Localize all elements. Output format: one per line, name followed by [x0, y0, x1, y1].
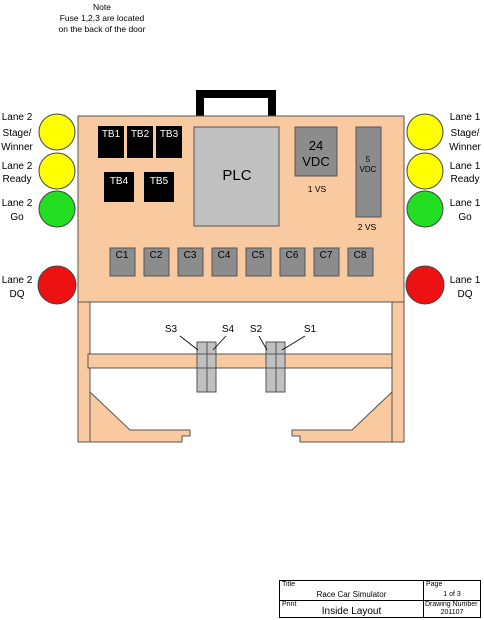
sensor-label: S3 — [165, 324, 178, 335]
power-supply-24-line2: VDC — [302, 154, 329, 169]
page-caption: Page — [426, 581, 443, 588]
terminal-block — [156, 126, 182, 158]
print-name: Inside Layout — [321, 606, 382, 617]
relay-label: C1 — [116, 250, 129, 261]
relay-label: C6 — [286, 250, 299, 261]
light-label: Stage/ — [451, 128, 480, 139]
terminal-block — [127, 126, 153, 158]
sensor-leader — [281, 335, 306, 351]
power-supply-24vdc — [294, 126, 338, 177]
relay — [211, 247, 238, 277]
light-label: Lane 2 — [2, 161, 33, 172]
light-label: Lane 2 — [2, 198, 33, 209]
title-caption: Title — [282, 581, 295, 588]
page-number: 1 of 3 — [443, 591, 461, 598]
sensor-body — [275, 341, 286, 393]
relay-group: C1 C2 C3 C4 C5 C6 C7 C8 — [109, 247, 374, 277]
sensor-label: S1 — [304, 324, 317, 335]
panel-stand — [77, 301, 405, 443]
power-supply-5-caption: 2 VS — [358, 222, 377, 232]
note-heading: Note — [93, 2, 111, 12]
drawing-number-cell: Drawing Number 201107 — [424, 601, 480, 617]
terminal-block-label: TB3 — [160, 129, 179, 140]
light-label: Stage/ — [3, 128, 32, 139]
panel-handle — [196, 90, 276, 116]
terminal-block-label: TB2 — [131, 129, 150, 140]
power-supply-5-line1: 5 — [366, 155, 371, 164]
sensor-group: S3 S4 S2 S1 — [87, 324, 393, 393]
title-cell: Title Race Car Simulator — [280, 581, 424, 601]
terminal-block-label: TB5 — [150, 176, 169, 187]
relay-label: C3 — [184, 250, 197, 261]
power-supply-5vdc — [355, 126, 382, 218]
power-supply-24-line1: 24 — [309, 138, 323, 153]
relay — [245, 247, 272, 277]
light-label: Ready — [451, 174, 480, 185]
page-cell: Page 1 of 3 — [424, 581, 480, 601]
lane-2-stage-light — [38, 113, 76, 151]
lane-1-go-light — [406, 190, 444, 228]
sensor-label: S2 — [250, 324, 263, 335]
light-label: Go — [458, 212, 472, 223]
lane-1-lights: Lane 1 Stage/ Winner Lane 1 Ready Lane 1… — [405, 112, 482, 305]
lane-2-ready-light — [38, 152, 76, 190]
light-label: Lane 1 — [450, 275, 481, 286]
light-label: Lane 2 — [2, 275, 33, 286]
layout-diagram: Note Fuse 1,2,3 are located on the back … — [1, 2, 482, 443]
terminal-block — [98, 126, 124, 158]
lane-1-dq-light — [405, 265, 445, 305]
sensor-body — [196, 341, 208, 393]
relay — [347, 247, 374, 277]
terminal-block-label: TB1 — [102, 129, 121, 140]
relay — [109, 247, 136, 277]
terminal-block — [104, 172, 134, 202]
relay-label: C8 — [354, 250, 367, 261]
sensor-leader — [179, 335, 199, 351]
sensor-body — [265, 341, 277, 393]
light-label: DQ — [10, 289, 25, 300]
power-supply-24-caption: 1 VS — [308, 184, 327, 194]
note-line-2: on the back of the door — [59, 24, 146, 34]
light-label: Winner — [449, 142, 481, 153]
relay-label: C5 — [252, 250, 265, 261]
power-supply-5-line2: VDC — [360, 165, 377, 174]
light-label: Winner — [1, 142, 33, 153]
note-line-1: Fuse 1,2,3 are located — [60, 13, 145, 23]
print-cell: Print Inside Layout — [280, 601, 424, 617]
relay-label: C7 — [320, 250, 333, 261]
relay — [313, 247, 340, 277]
print-caption: Print — [282, 601, 297, 608]
relay-label: C4 — [218, 250, 231, 261]
lane-1-ready-light — [406, 152, 444, 190]
light-label: Go — [10, 212, 24, 223]
relay-label: C2 — [150, 250, 163, 261]
lane-2-dq-light — [37, 265, 77, 305]
title-block: Title Race Car Simulator Page 1 of 3 Pri… — [279, 580, 481, 618]
drawing-title: Race Car Simulator — [316, 590, 387, 599]
light-label: Lane 1 — [450, 161, 481, 172]
sensor-label: S4 — [222, 324, 235, 335]
light-label: Ready — [3, 174, 32, 185]
light-label: Lane 1 — [450, 112, 481, 123]
drawing-number: 201107 — [440, 609, 464, 616]
terminal-block — [144, 172, 174, 202]
light-label: Lane 1 — [450, 198, 481, 209]
relay — [177, 247, 204, 277]
lane-2-lights: Lane 2 Stage/ Winner Lane 2 Ready Lane 2… — [1, 112, 77, 305]
terminal-block-label: TB4 — [110, 176, 129, 187]
light-label: DQ — [458, 289, 473, 300]
plc-module — [193, 126, 280, 227]
drawing-number-caption: Drawing Number — [425, 601, 478, 608]
sensor-leader — [212, 335, 227, 351]
lane-2-go-light — [38, 190, 76, 228]
relay — [143, 247, 170, 277]
terminal-block-group: TB1 TB2 TB3 TB4 TB5 — [98, 126, 182, 202]
light-label: Lane 2 — [2, 112, 33, 123]
relay — [279, 247, 306, 277]
lane-1-stage-light — [406, 113, 444, 151]
sensor-body — [206, 341, 217, 393]
plc-label: PLC — [222, 167, 251, 184]
sensor-leader — [258, 335, 268, 351]
